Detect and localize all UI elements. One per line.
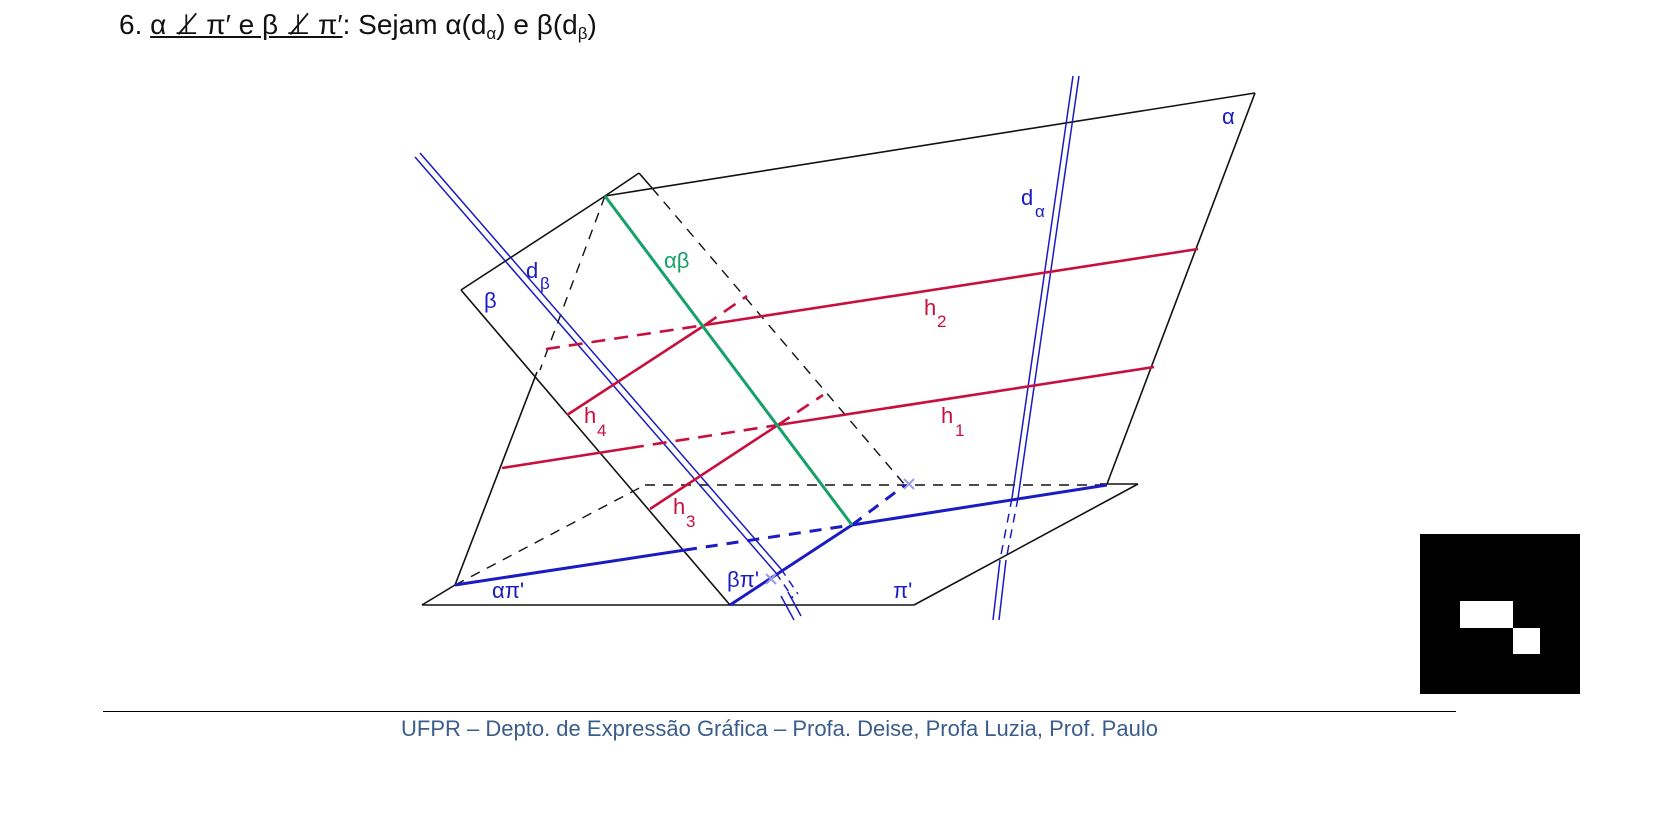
label-beta: β: [484, 288, 497, 313]
label-d-beta: dβ: [526, 258, 550, 293]
label-d-beta-main: d: [526, 258, 538, 283]
line-h2-hidden: [545, 323, 706, 351]
label-h4-main: h: [584, 403, 596, 428]
label-h4-sub: 4: [597, 421, 606, 440]
line-d-alpha-hidden: [999, 497, 1019, 561]
plane-condition: α ⊥̸ π′ e β ⊥̸ π′: [150, 9, 343, 40]
line-d-alpha: [992, 75, 1080, 621]
plane-alpha-hidden-edge-2: [539, 195, 606, 371]
label-d-alpha-sub: α: [1035, 202, 1045, 221]
line-h4-visible: [566, 323, 706, 417]
plane-alpha-outline: [454, 92, 1256, 586]
heading-sub-alpha: α: [486, 24, 497, 43]
label-h2: h2: [924, 295, 946, 331]
line-alpha-beta-intersection: [603, 195, 854, 526]
qr-code-cell: [1513, 628, 1540, 654]
plane-pi-outline: [421, 483, 1139, 606]
line-h1-visible-2: [777, 365, 1155, 427]
footer-divider: [103, 711, 1456, 712]
heading-and: ) e: [496, 9, 537, 40]
label-h2-main: h: [924, 295, 936, 320]
footer-credits: UFPR – Depto. de Expressão Gráfica – Pro…: [401, 716, 1158, 741]
line-d-beta-hidden: [775, 568, 799, 599]
hidden-point-x-marker-2: [765, 573, 777, 585]
trace-alpha-pi-hidden: [684, 523, 853, 552]
trace-alpha-pi-visible: [454, 548, 686, 587]
label-d-alpha: dα: [1021, 185, 1045, 221]
line-h1-hidden: [629, 423, 779, 450]
trace-beta-pi-visible: [729, 523, 853, 607]
line-h2-visible: [704, 247, 1199, 327]
plane-beta-hidden-edge: [651, 187, 906, 486]
plane-beta-outline: [460, 172, 731, 606]
line-h3-visible: [649, 423, 779, 511]
qr-code-cell: [1460, 601, 1513, 628]
label-h4: h4: [584, 403, 606, 440]
heading-colon-text: : Sejam: [342, 9, 446, 40]
exercise-heading: 6. α ⊥̸ π′ e β ⊥̸ π′: Sejam α(dα) e β(dβ…: [119, 8, 597, 44]
label-h3: h3: [673, 494, 695, 531]
label-h3-sub: 3: [686, 512, 695, 531]
trace-alpha-pi-visible-2: [851, 483, 1108, 527]
trace-beta-pi-hidden: [851, 483, 906, 527]
line-h1-visible: [501, 446, 631, 470]
hidden-point-x-marker: [903, 478, 915, 490]
heading-d-beta: (d: [552, 9, 578, 40]
label-beta-pi: βπ': [727, 567, 759, 592]
label-h3-main: h: [673, 494, 685, 519]
exercise-number: 6.: [119, 9, 151, 40]
label-alpha-pi: απ': [492, 578, 524, 603]
label-h2-sub: 2: [937, 312, 946, 331]
heading-d-alpha: (d: [461, 9, 487, 40]
heading-close: ): [587, 9, 597, 40]
heading-alpha: α: [445, 9, 462, 40]
heading-sub-beta: β: [577, 24, 588, 43]
label-d-alpha-main: d: [1021, 185, 1033, 210]
label-h1-main: h: [941, 403, 953, 428]
label-alpha: α: [1222, 104, 1235, 129]
label-h1-sub: 1: [955, 421, 964, 440]
label-pi: π': [893, 578, 912, 603]
line-h4-hidden: [704, 294, 748, 327]
label-alpha-beta: αβ: [664, 248, 689, 273]
label-h1: h1: [941, 403, 964, 440]
qr-code: [1420, 534, 1580, 694]
line-d-beta: [414, 152, 802, 621]
label-d-beta-sub: β: [540, 274, 550, 293]
heading-beta: β: [536, 9, 553, 40]
line-h3-hidden: [777, 393, 824, 427]
